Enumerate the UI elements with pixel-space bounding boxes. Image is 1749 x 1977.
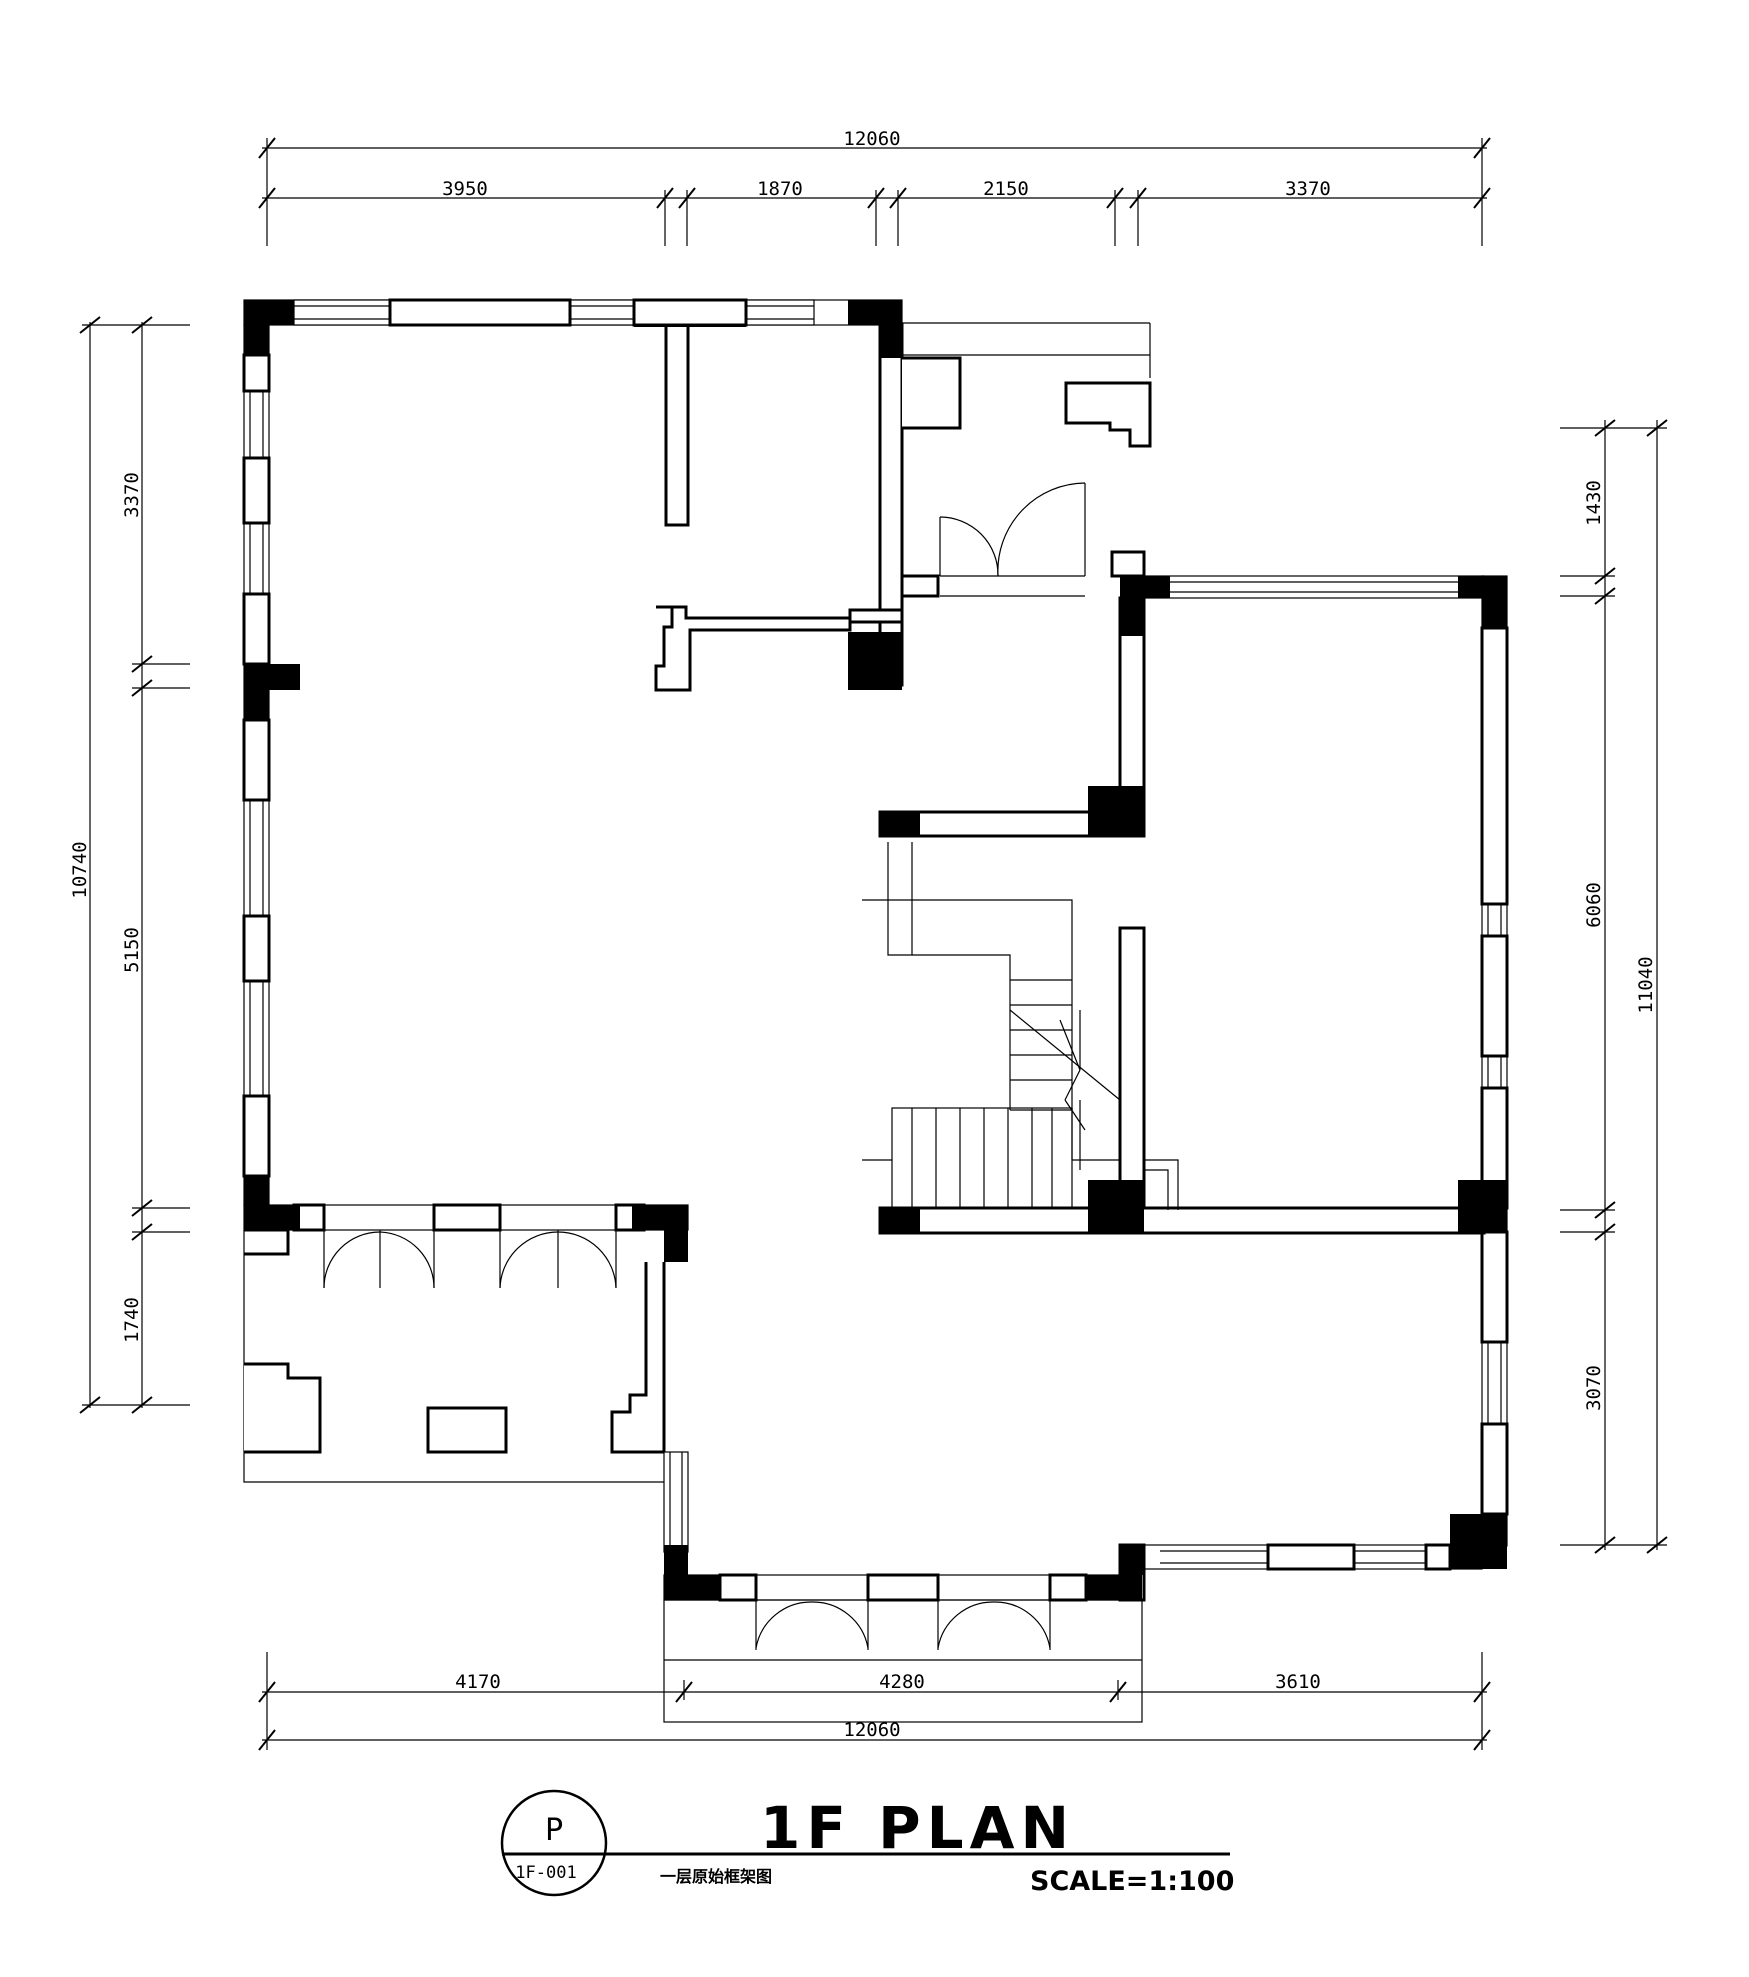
dim-left-overall: 10740 — [69, 841, 91, 898]
dim-top-seg-2: 1870 — [757, 178, 803, 200]
right-dimensions: 1430 6060 3070 11040 — [1560, 419, 1668, 1554]
dim-top-seg-4: 3370 — [1285, 178, 1331, 200]
dim-top-seg-1: 3950 — [442, 178, 488, 200]
dim-bottom-seg-2: 4280 — [879, 1671, 925, 1693]
dim-bottom-seg-3: 3610 — [1275, 1671, 1321, 1693]
dim-right-overall: 11040 — [1635, 956, 1657, 1013]
sheet-number: 1F-001 — [515, 1863, 576, 1883]
dim-left-seg-1: 3370 — [121, 472, 143, 518]
dim-left-seg-2: 5150 — [121, 927, 143, 973]
title-block: P 1F-001 1F PLAN 一层原始框架图 SCALE=1:100 — [500, 1789, 1234, 1897]
top-dimensions: 12060 3950 1870 2150 3370 — [258, 128, 1491, 246]
sheet-letter: P — [545, 1813, 563, 1848]
drawing-title: 1F PLAN — [760, 1794, 1075, 1862]
drawing-scale: SCALE=1:100 — [1030, 1866, 1234, 1897]
exterior-walls — [242, 298, 1509, 1723]
dim-right-seg-2: 6060 — [1583, 882, 1605, 928]
dim-bottom-seg-1: 4170 — [455, 1671, 501, 1693]
bottom-dimensions: 4170 4280 3610 12060 — [258, 1652, 1491, 1751]
dim-bottom-overall: 12060 — [843, 1719, 900, 1741]
structural-columns — [244, 300, 1507, 1600]
left-dimensions: 10740 3370 5150 1740 — [69, 316, 190, 1414]
drawing-subtitle: 一层原始框架图 — [660, 1867, 772, 1886]
dim-left-seg-3: 1740 — [121, 1297, 143, 1343]
staircase — [862, 842, 1121, 1209]
dim-top-overall: 12060 — [843, 128, 900, 150]
dim-top-seg-3: 2150 — [983, 178, 1029, 200]
dim-right-seg-3: 3070 — [1583, 1365, 1605, 1411]
dim-right-seg-1: 1430 — [1583, 480, 1605, 526]
